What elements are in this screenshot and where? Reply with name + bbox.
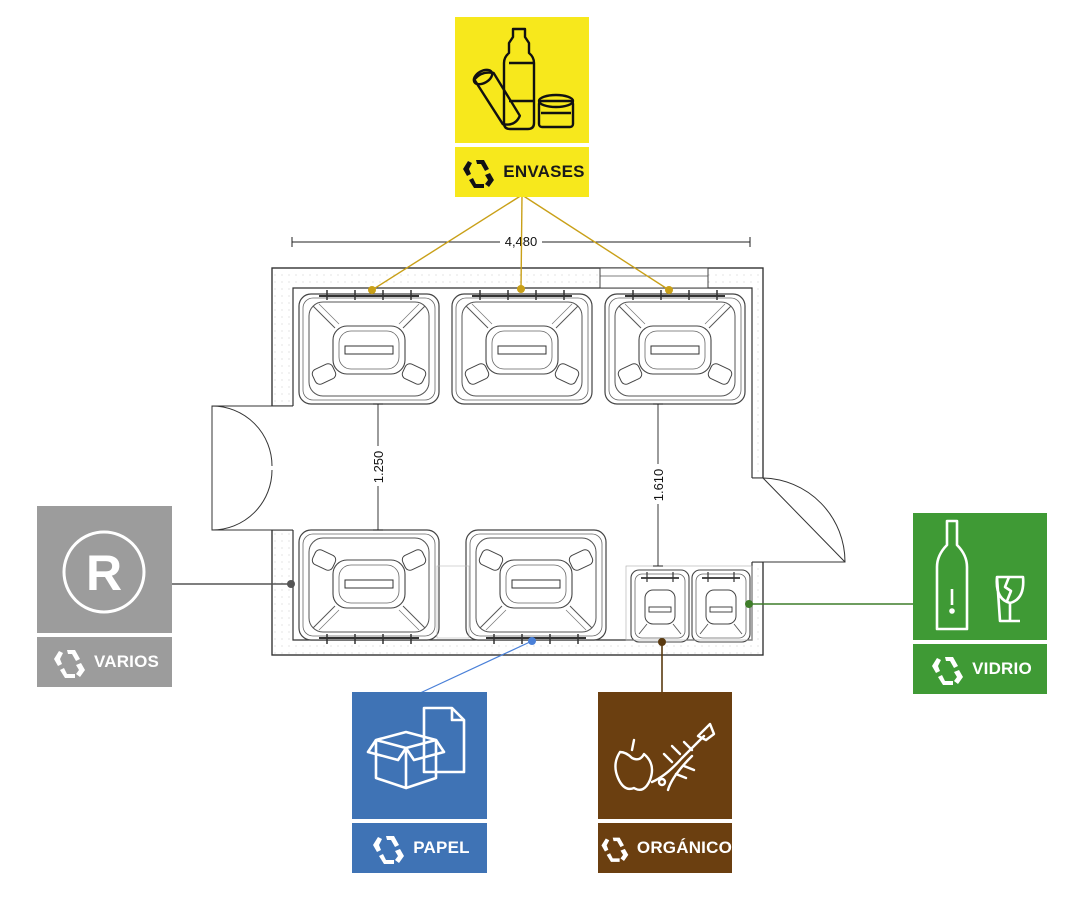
sign-papel: PAPEL: [352, 692, 487, 873]
registered-r-symbol: R: [86, 545, 122, 601]
recycle-icon: [463, 160, 495, 188]
sign-papel-label-bar: PAPEL: [352, 823, 487, 873]
recycle-icon: [601, 837, 629, 862]
box-paper-icon: [352, 692, 487, 819]
container-envases-3: [604, 289, 746, 405]
sign-varios: R VARIOS: [37, 506, 172, 687]
fishbone-apple-icon: [598, 692, 732, 819]
leader-lines: [172, 194, 914, 695]
dimension-aisle-left: 1.250: [370, 403, 386, 531]
sign-vidrio-text: VIDRIO: [972, 659, 1032, 678]
sign-organico-label-bar: ORGÁNICO: [598, 823, 732, 873]
registered-r-icon: R: [37, 506, 172, 633]
leader-papel: [417, 637, 536, 695]
recycle-icon: [932, 657, 964, 685]
sign-envases-text: ENVASES: [503, 162, 585, 181]
container-organico: [630, 569, 690, 643]
sign-envases-label-bar: ENVASES: [455, 147, 589, 197]
container-vidrio: [691, 569, 751, 643]
container-envases-2: [451, 289, 593, 405]
sign-papel-text: PAPEL: [413, 838, 470, 857]
sign-varios-label-bar: VARIOS: [37, 637, 172, 687]
bottle-can-icon: [455, 17, 589, 143]
leader-varios: [172, 580, 295, 588]
leader-envases: [368, 194, 673, 294]
leader-vidrio: [745, 600, 914, 608]
recycle-icon: [373, 836, 405, 864]
sign-vidrio-label-bar: VIDRIO: [913, 644, 1047, 694]
right-door-swing: [762, 477, 846, 563]
container-envases-1: [298, 289, 440, 405]
dimension-aisle-right-label: 1.610: [651, 469, 666, 502]
sign-varios-text: VARIOS: [93, 652, 160, 671]
container-varios: [298, 529, 440, 645]
bottle-glass-icon: [913, 513, 1047, 640]
dimension-aisle-left-label: 1.250: [371, 451, 386, 484]
recycle-icon: [53, 650, 85, 678]
leader-organico: [658, 638, 666, 694]
sign-organico-text: ORGÁNICO: [636, 838, 732, 857]
container-papel: [465, 529, 607, 645]
floor-plan: 4,480 1.250 1.610: [211, 234, 846, 656]
top-vent: [599, 267, 709, 289]
left-door-swing: [211, 405, 273, 531]
dimension-aisle-right: 1.610: [650, 403, 666, 567]
sign-envases: ENVASES: [455, 17, 589, 197]
sign-vidrio: VIDRIO: [913, 513, 1047, 694]
sign-organico: ORGÁNICO: [598, 692, 732, 873]
